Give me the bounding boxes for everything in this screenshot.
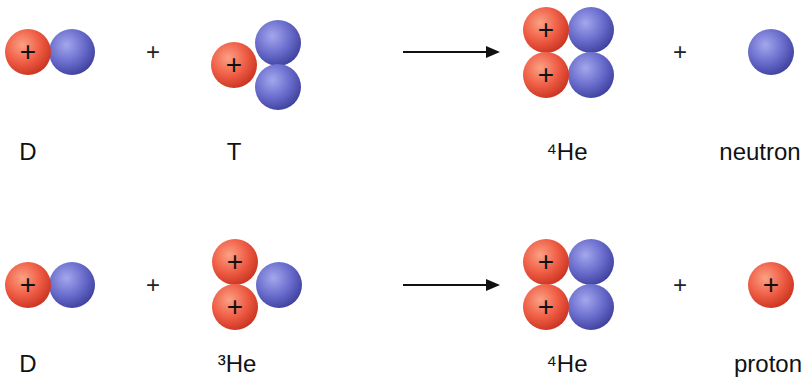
- neutron-sphere: [748, 29, 794, 75]
- particle-label: ⁴He: [547, 350, 588, 378]
- sphere-fill: [5, 262, 51, 308]
- neutron-sphere: [568, 284, 614, 330]
- charge-sign: +: [212, 239, 258, 285]
- sphere-fill: [212, 239, 258, 285]
- plus-sign: +: [146, 38, 160, 66]
- arrow-head: [486, 46, 500, 58]
- sphere-fill: [523, 284, 569, 330]
- sphere-fill: [5, 29, 51, 75]
- particle-label: T: [227, 138, 242, 166]
- neutron-sphere: [568, 7, 614, 53]
- neutron-sphere: [568, 52, 614, 98]
- sphere-fill: [211, 42, 257, 88]
- particle-label: ³He: [218, 350, 257, 378]
- charge-sign: +: [5, 262, 51, 308]
- reaction-arrow: [403, 51, 488, 53]
- neutron-sphere: [49, 262, 95, 308]
- charge-sign: +: [523, 7, 569, 53]
- reaction-arrows: [403, 46, 500, 291]
- particle-label: neutron: [719, 138, 800, 166]
- sphere-fill: [748, 262, 794, 308]
- charge-sign: +: [211, 42, 257, 88]
- plus-sign: +: [146, 271, 160, 299]
- particle-label: proton: [734, 350, 802, 378]
- charge-sign: +: [523, 52, 569, 98]
- neutron-sphere: [255, 64, 301, 110]
- neutron-spheres: [49, 7, 794, 330]
- proton-sphere: +: [211, 42, 257, 88]
- proton-sphere: +: [523, 7, 569, 53]
- plus-sign: +: [673, 38, 687, 66]
- charge-sign: +: [523, 284, 569, 330]
- charge-sign: +: [5, 29, 51, 75]
- sphere-fill: [212, 284, 258, 330]
- neutron-sphere: [256, 262, 302, 308]
- sphere-fill: [523, 7, 569, 53]
- neutron-sphere: [255, 20, 301, 66]
- neutron-sphere: [49, 29, 95, 75]
- proton-sphere: +: [212, 239, 258, 285]
- proton-sphere: +: [5, 29, 51, 75]
- plus-sign: +: [673, 271, 687, 299]
- sphere-fill: [523, 52, 569, 98]
- proton-sphere: +: [5, 262, 51, 308]
- proton-sphere: +: [523, 239, 569, 285]
- neutron-sphere: [568, 239, 614, 285]
- particle-label: ⁴He: [547, 138, 588, 166]
- charge-sign: +: [212, 284, 258, 330]
- proton-sphere: +: [523, 52, 569, 98]
- particle-label: D: [19, 350, 36, 378]
- sphere-fill: [523, 239, 569, 285]
- charge-sign: +: [523, 239, 569, 285]
- proton-sphere: +: [748, 262, 794, 308]
- charge-sign: +: [748, 262, 794, 308]
- particle-label: D: [19, 138, 36, 166]
- arrow-head: [486, 279, 500, 291]
- reaction-arrow: [403, 284, 488, 286]
- proton-sphere: +: [523, 284, 569, 330]
- proton-sphere: +: [212, 284, 258, 330]
